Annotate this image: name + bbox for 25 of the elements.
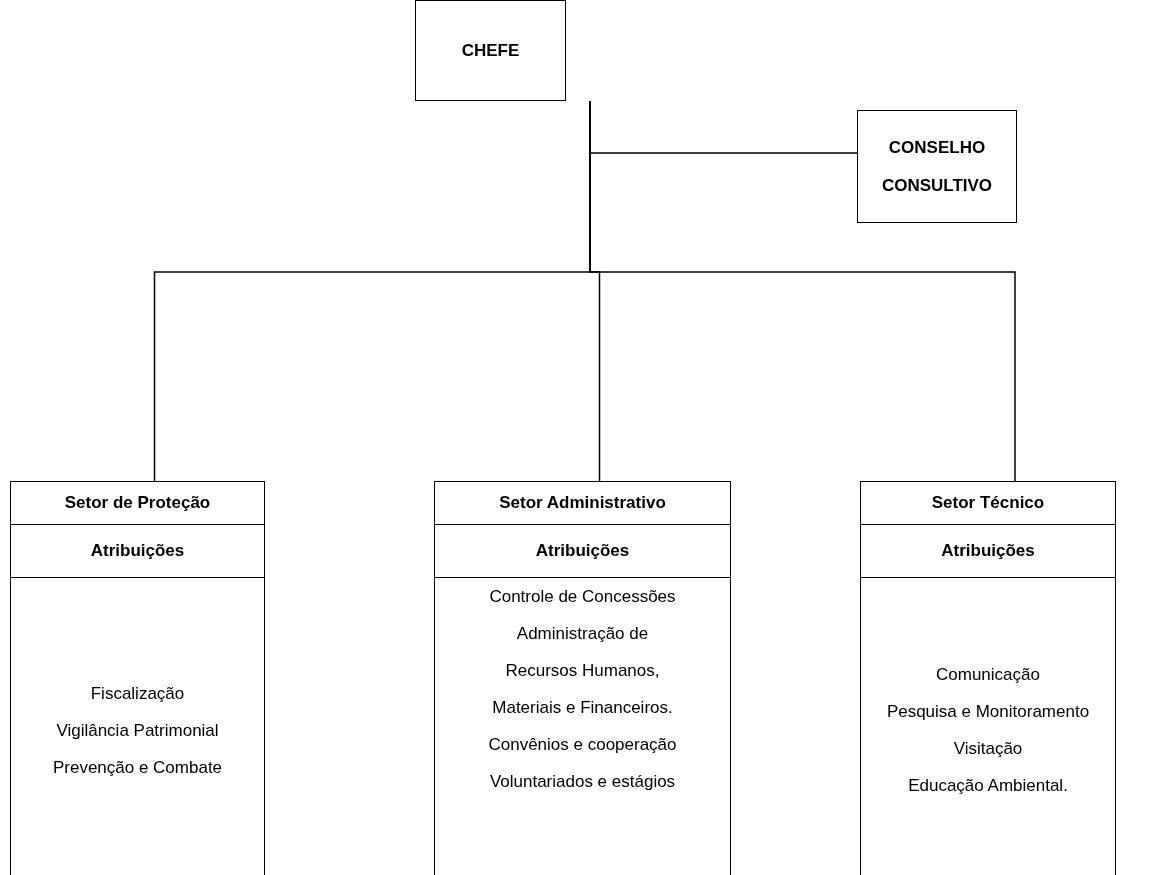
sector-box: [10, 481, 265, 875]
duty-text: Comunicação: [936, 664, 1040, 686]
duty-text: Administração de Recursos Humanos, Materiais e Financeiros.: [491, 623, 674, 719]
duty-text: Voluntariados e estágios: [489, 771, 676, 793]
duty-text: Vigilância Patrimonial: [56, 719, 219, 742]
sector-box: [860, 481, 1116, 875]
box-title: CHEFE: [461, 39, 520, 62]
duty-text: Fiscalização: [90, 682, 185, 705]
duty-text: Visitação: [953, 738, 1023, 760]
connector-line: [589, 100, 1016, 482]
sector-title: Setor de Proteção: [11, 482, 264, 525]
box-title: CONSELHO CONSULTIVO: [880, 136, 994, 197]
sector-title: Setor Administrativo: [435, 482, 730, 525]
sector-title: Setor Técnico: [861, 482, 1115, 525]
duty-text: Prevenção e Combate: [52, 756, 223, 779]
sector-box: [434, 481, 731, 875]
section-heading: Atribuições: [435, 525, 730, 578]
duty-text: Educação Ambiental.: [908, 775, 1068, 797]
section-heading: Atribuições: [861, 525, 1115, 578]
duty-text: Controle de Concessões: [489, 586, 676, 608]
org-box: [415, 0, 566, 101]
org-box: [857, 110, 1017, 223]
section-heading: Atribuições: [11, 525, 264, 578]
duty-text: Pesquisa e Monitoramento: [886, 701, 1090, 723]
duty-text: Convênios e cooperação: [488, 734, 677, 756]
